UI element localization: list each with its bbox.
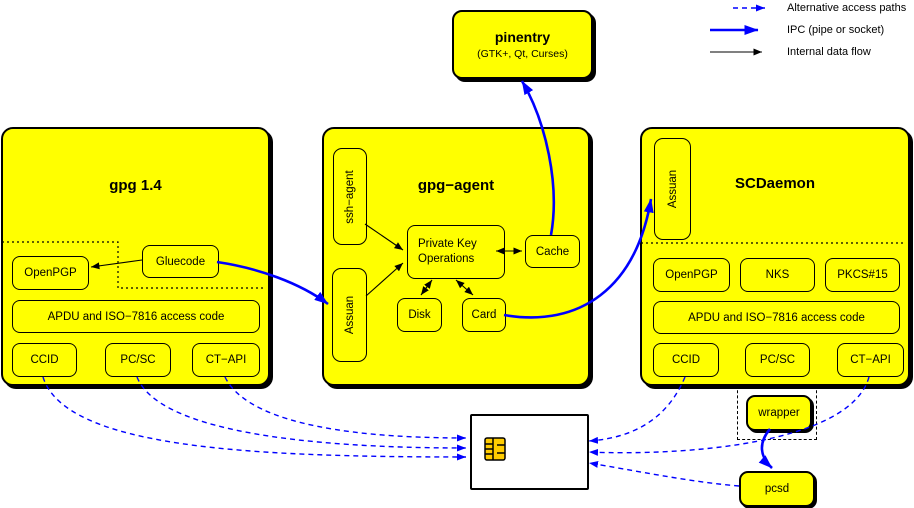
- gpg14-openpgp-label: OpenPGP: [24, 267, 77, 279]
- gpg14-apdu-node: APDU and ISO−7816 access code: [12, 300, 260, 333]
- scdaemon-nks-label: NKS: [765, 269, 790, 281]
- scdaemon-box: SCDaemon: [640, 127, 910, 386]
- pinentry-box: pinentry (GTK+, Qt, Curses): [452, 10, 593, 79]
- scdaemon-pcsc-node: PC/SC: [745, 343, 810, 377]
- pcsd-node: pcsd: [739, 471, 815, 507]
- agent-cache-node: Cache: [525, 235, 580, 268]
- agent-disk-label: Disk: [408, 309, 431, 321]
- agent-pko-label-line2: Operations: [418, 253, 475, 265]
- scdaemon-ctapi-label: CT−API: [850, 354, 891, 366]
- pinentry-subtitle: (GTK+, Qt, Curses): [477, 48, 568, 60]
- agent-assuan-label: Assuan: [343, 295, 356, 335]
- agent-card-label: Card: [471, 309, 497, 321]
- scdaemon-apdu-node: APDU and ISO−7816 access code: [653, 301, 900, 334]
- scdaemon-pcsc-label: PC/SC: [759, 354, 796, 366]
- legend-label-ipc: IPC (pipe or socket): [787, 24, 885, 36]
- gpg14-pcsc-node: PC/SC: [105, 343, 171, 377]
- gpg-agent-title: gpg−agent: [417, 177, 495, 194]
- scdaemon-ccid-label: CCID: [671, 354, 701, 366]
- smartcard-chip-icon: [484, 437, 506, 461]
- agent-assuan-node: Assuan: [332, 268, 367, 362]
- scdaemon-openpgp-label: OpenPGP: [665, 269, 718, 281]
- wrapper-label: wrapper: [758, 407, 800, 419]
- gpg14-ctapi-node: CT−API: [192, 343, 260, 377]
- pinentry-title: pinentry: [494, 29, 551, 45]
- scdaemon-openpgp-node: OpenPGP: [653, 258, 730, 292]
- gpg14-ctapi-label: CT−API: [205, 354, 247, 366]
- gpg14-title: gpg 1.4: [109, 177, 162, 194]
- alt-path-scdaemon-ccid-to-card: [588, 376, 686, 444]
- scdaemon-title: SCDaemon: [734, 175, 816, 192]
- agent-disk-node: Disk: [397, 298, 442, 332]
- legend-label-internal-flow: Internal data flow: [787, 46, 871, 58]
- alt-path-gpg14-pcsc-to-card: [136, 376, 467, 452]
- gpg14-gluecode-node: Gluecode: [142, 245, 219, 278]
- scdaemon-apdu-label: APDU and ISO−7816 access code: [688, 311, 865, 324]
- scdaemon-nks-node: NKS: [740, 258, 815, 292]
- alt-path-gpg14-ccid-to-card: [42, 376, 467, 461]
- agent-private-key-operations-node: Private Key Operations: [407, 225, 505, 279]
- agent-card-node: Card: [462, 298, 506, 332]
- smartcard: [470, 414, 589, 490]
- gpg14-gluecode-label: Gluecode: [155, 255, 206, 268]
- agent-ssh-agent-node: ssh−agent: [333, 148, 367, 245]
- alt-path-scdaemon-ctapi-to-card: [588, 376, 870, 456]
- gpg14-ccid-label: CCID: [30, 354, 59, 366]
- alt-path-gpg14-ctapi-to-card: [224, 376, 467, 442]
- gpg14-pcsc-label: PC/SC: [120, 354, 156, 366]
- agent-ssh-agent-label: ssh−agent: [344, 169, 356, 224]
- scdaemon-ctapi-node: CT−API: [837, 343, 904, 377]
- alt-path-pcsd-to-card: [588, 460, 740, 487]
- wrapper-node: wrapper: [746, 395, 812, 431]
- scdaemon-assuan-label: Assuan: [666, 169, 679, 209]
- scdaemon-assuan-node: Assuan: [654, 138, 691, 240]
- scdaemon-ccid-node: CCID: [653, 343, 719, 377]
- scdaemon-pkcs15-label: PKCS#15: [837, 269, 888, 281]
- pcsd-label: pcsd: [764, 483, 790, 495]
- gpg14-apdu-label: APDU and ISO−7816 access code: [47, 310, 225, 323]
- agent-pko-label-line1: Private Key: [418, 238, 477, 250]
- agent-cache-label: Cache: [535, 245, 570, 258]
- gpg14-ccid-node: CCID: [12, 343, 77, 377]
- gpg14-openpgp-node: OpenPGP: [12, 256, 89, 290]
- legend-label-alternative-access: Alternative access paths: [787, 2, 907, 14]
- scdaemon-pkcs15-node: PKCS#15: [825, 258, 900, 292]
